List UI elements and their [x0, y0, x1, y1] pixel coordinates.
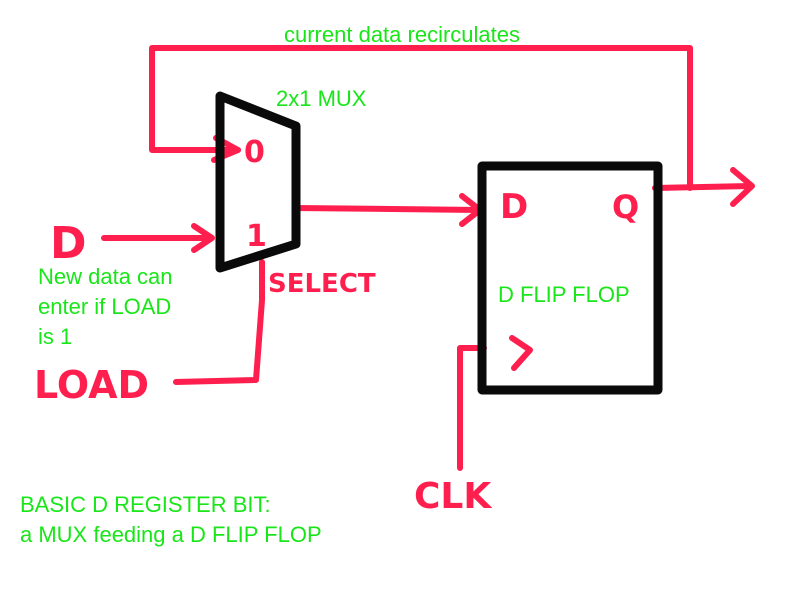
recirculate-note: current data recirculates — [284, 22, 520, 47]
clk-wire — [457, 345, 487, 471]
load-select-wire — [173, 259, 265, 385]
mux-title: 2x1 MUX — [276, 86, 367, 111]
clk-input-label: CLK — [414, 476, 492, 517]
mux-input-0-label: 0 — [244, 135, 265, 170]
ff-d-label: D — [500, 187, 528, 227]
new-data-note-line-1: New data can — [38, 264, 173, 289]
ff-title: D FLIP FLOP — [498, 282, 630, 307]
select-label: SELECT — [268, 269, 376, 299]
load-input-label: LOAD — [34, 363, 149, 407]
mux-input-1-label: 1 — [246, 219, 267, 254]
d-input-label: D — [50, 218, 87, 269]
mux-shape — [215, 91, 301, 273]
q-output-wire — [652, 183, 753, 191]
mux-output-wire — [293, 205, 483, 213]
caption-line-1: BASIC D REGISTER BIT: — [20, 492, 271, 517]
ff-q-label: Q — [612, 188, 639, 226]
new-data-note-line-3: is 1 — [38, 324, 72, 349]
caption-line-2: a MUX feeding a D FLIP FLOP — [20, 522, 322, 547]
q-output-arrowhead — [730, 167, 755, 207]
recirculate-wire — [149, 45, 693, 191]
flip-flop-box — [477, 161, 663, 395]
d-input-arrowhead — [191, 223, 215, 253]
clock-edge-mark — [509, 335, 533, 371]
new-data-note-line-2: enter if LOAD — [38, 294, 171, 319]
